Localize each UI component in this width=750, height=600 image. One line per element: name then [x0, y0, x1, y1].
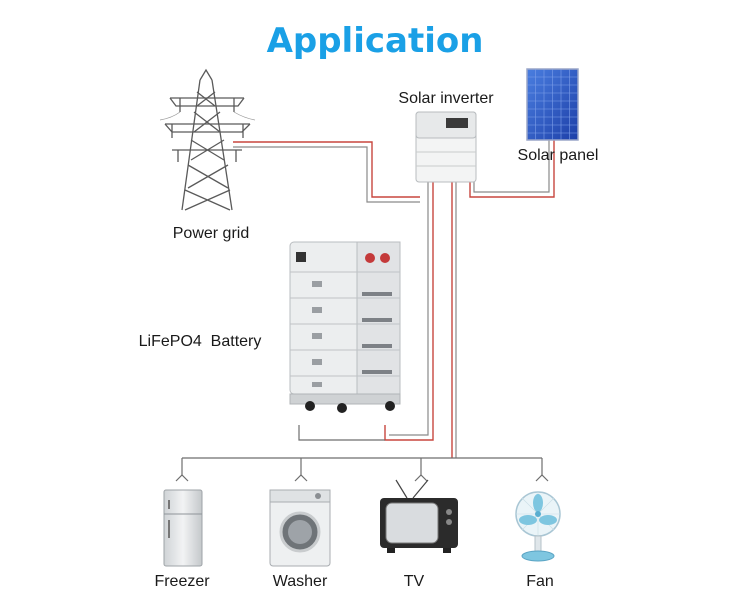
power-grid-label: Power grid: [173, 225, 249, 242]
inverter-icon: [415, 111, 477, 183]
battery-stack-icon: [289, 241, 401, 413]
washer-label: Washer: [273, 573, 328, 590]
transmission-tower-icon: [159, 68, 256, 211]
solar-panel-label: Solar panel: [518, 147, 599, 164]
tv-icon: [380, 479, 458, 553]
solar-panel-icon: [526, 68, 579, 141]
tv-label: TV: [404, 573, 425, 590]
fan-icon: [515, 491, 561, 562]
page-title: Application: [267, 21, 484, 61]
battery-label: LiFePO4 Battery: [139, 333, 262, 350]
washer-icon: [269, 489, 331, 567]
freezer-label: Freezer: [154, 573, 210, 590]
solar-inverter-label: Solar inverter: [398, 90, 494, 107]
fan-label: Fan: [526, 573, 554, 590]
freezer-icon: [163, 489, 203, 567]
wires: [175, 140, 555, 482]
